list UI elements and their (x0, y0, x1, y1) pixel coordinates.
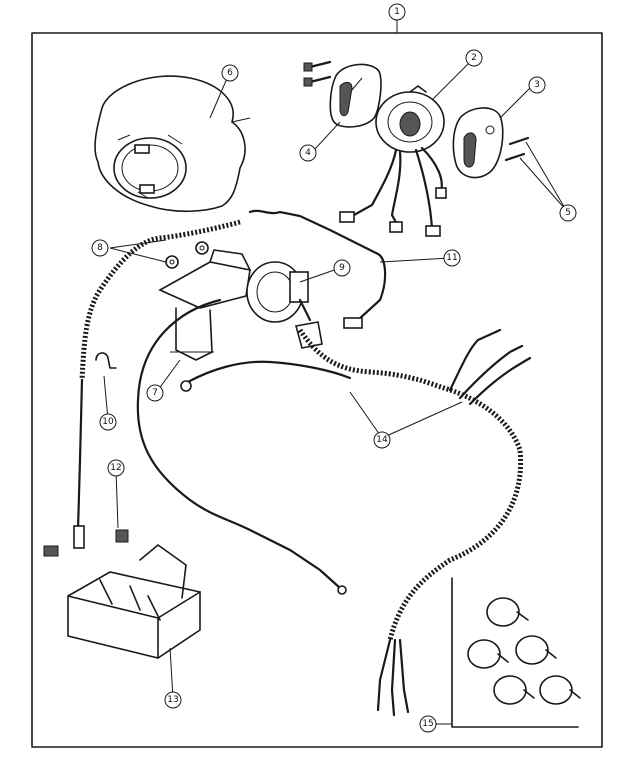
callout-leaders (103, 20, 567, 725)
callout-15-label: 15 (422, 719, 433, 729)
nuts (165, 241, 209, 269)
diagram-frame (31, 32, 603, 748)
clip-group-frame (451, 577, 579, 728)
callout-3: 3 (528, 76, 546, 94)
callout-14: 14 (373, 431, 391, 449)
callout-10: 10 (99, 413, 117, 431)
callout-9: 9 (333, 259, 351, 277)
callout-14-label: 14 (376, 435, 388, 445)
retaining-clips (467, 597, 581, 705)
callout-5: 5 (559, 204, 577, 222)
callout-7: 7 (146, 384, 164, 402)
switch-cover (303, 60, 382, 128)
callout-5-label: 5 (565, 208, 571, 218)
callout-1-label: 1 (394, 7, 400, 17)
harness-clip (95, 352, 117, 369)
callout-10-label: 10 (102, 417, 114, 427)
speed-control-module (43, 529, 201, 659)
callout-12-label: 12 (110, 463, 121, 473)
clockspring (339, 85, 447, 237)
callout-8: 8 (91, 239, 109, 257)
speed-control-switch-right (452, 107, 530, 179)
steering-shroud (94, 75, 251, 213)
speed-control-servo (158, 249, 323, 361)
callout-3-label: 3 (534, 80, 540, 90)
callout-13-label: 13 (167, 695, 178, 705)
callout-9-label: 9 (339, 263, 345, 273)
callout-12: 12 (107, 459, 125, 477)
callout-4-label: 4 (305, 148, 311, 158)
callout-2-label: 2 (471, 53, 477, 63)
callout-6-label: 6 (227, 68, 233, 78)
callout-6: 6 (221, 64, 239, 82)
callout-1: 1 (388, 3, 406, 21)
wiring-harness (73, 209, 532, 717)
callout-7-label: 7 (152, 388, 158, 398)
callout-15: 15 (419, 715, 437, 733)
callout-11: 11 (443, 249, 461, 267)
callout-11-label: 11 (446, 253, 457, 263)
callout-13: 13 (164, 691, 182, 709)
callout-8-label: 8 (97, 243, 103, 253)
callout-2: 2 (465, 49, 483, 67)
callout-4: 4 (299, 144, 317, 162)
